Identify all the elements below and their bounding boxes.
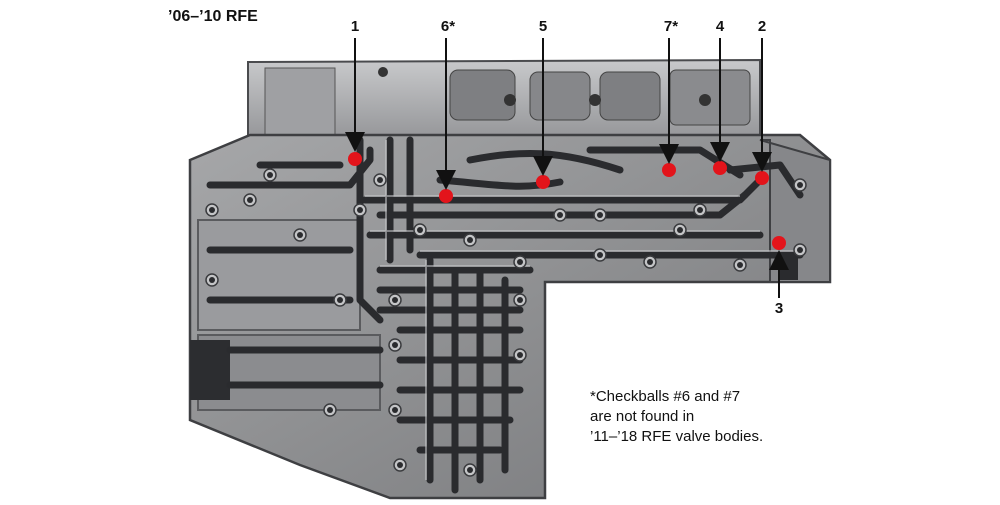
bolt-hole-center (397, 462, 403, 468)
checkball-4 (713, 161, 727, 175)
bolt-hole-center (297, 232, 303, 238)
bolt-hole-center (647, 259, 653, 265)
bolt-hole-center (797, 247, 803, 253)
label-4: 4 (715, 18, 725, 35)
bolt-hole-center (417, 227, 423, 233)
bolt-hole-center (597, 252, 603, 258)
label-3: 3 (774, 300, 784, 317)
bolt-hole-center (797, 182, 803, 188)
bolt-hole-center (517, 297, 523, 303)
bolt-hole-center (737, 262, 743, 268)
bolt-hole-center (597, 212, 603, 218)
footnote-line-2: are not found in (590, 408, 695, 425)
checkball-5 (536, 175, 550, 189)
leader-arrows (345, 38, 789, 298)
checkball-3 (772, 236, 786, 250)
bolt-hole-center (467, 237, 473, 243)
bolt-hole-center (677, 227, 683, 233)
checkball-7 (662, 163, 676, 177)
fluid-channels (206, 136, 804, 494)
checkball-6 (439, 189, 453, 203)
bolt-hole-center (357, 207, 363, 213)
footnote-line-1: *Checkballs #6 and #7 (590, 388, 741, 405)
footnote-line-3: ’11–’18 RFE valve bodies. (590, 428, 764, 445)
upper-housing (247, 58, 761, 149)
label-2: 2 (757, 18, 767, 35)
diagram-title: ’06–’10 RFE (168, 8, 258, 25)
label-7: 7* (663, 18, 679, 35)
bolt-hole-center (467, 467, 473, 473)
bolt-hole-center (697, 207, 703, 213)
channel-highlights (365, 140, 800, 480)
bolt-hole-center (247, 197, 253, 203)
bolt-hole-center (517, 352, 523, 358)
bolt-holes (205, 168, 807, 477)
bolt-hole-center (377, 177, 383, 183)
bolt-hole-center (327, 407, 333, 413)
checkball-1 (348, 152, 362, 166)
label-6: 6* (440, 18, 456, 35)
footnote: *Checkballs #6 and #7 are not found in ’… (590, 387, 850, 447)
bolt-hole-center (392, 407, 398, 413)
bolt-hole-center (209, 277, 215, 283)
bolt-hole-center (392, 297, 398, 303)
label-5: 5 (538, 18, 548, 35)
bolt-hole-center (337, 297, 343, 303)
checkball-2 (755, 171, 769, 185)
bolt-hole-center (209, 207, 215, 213)
label-1: 1 (350, 18, 360, 35)
bolt-hole-center (557, 212, 563, 218)
checkballs (348, 152, 786, 250)
bolt-hole-center (517, 259, 523, 265)
bolt-hole-center (392, 342, 398, 348)
bolt-hole-center (267, 172, 273, 178)
